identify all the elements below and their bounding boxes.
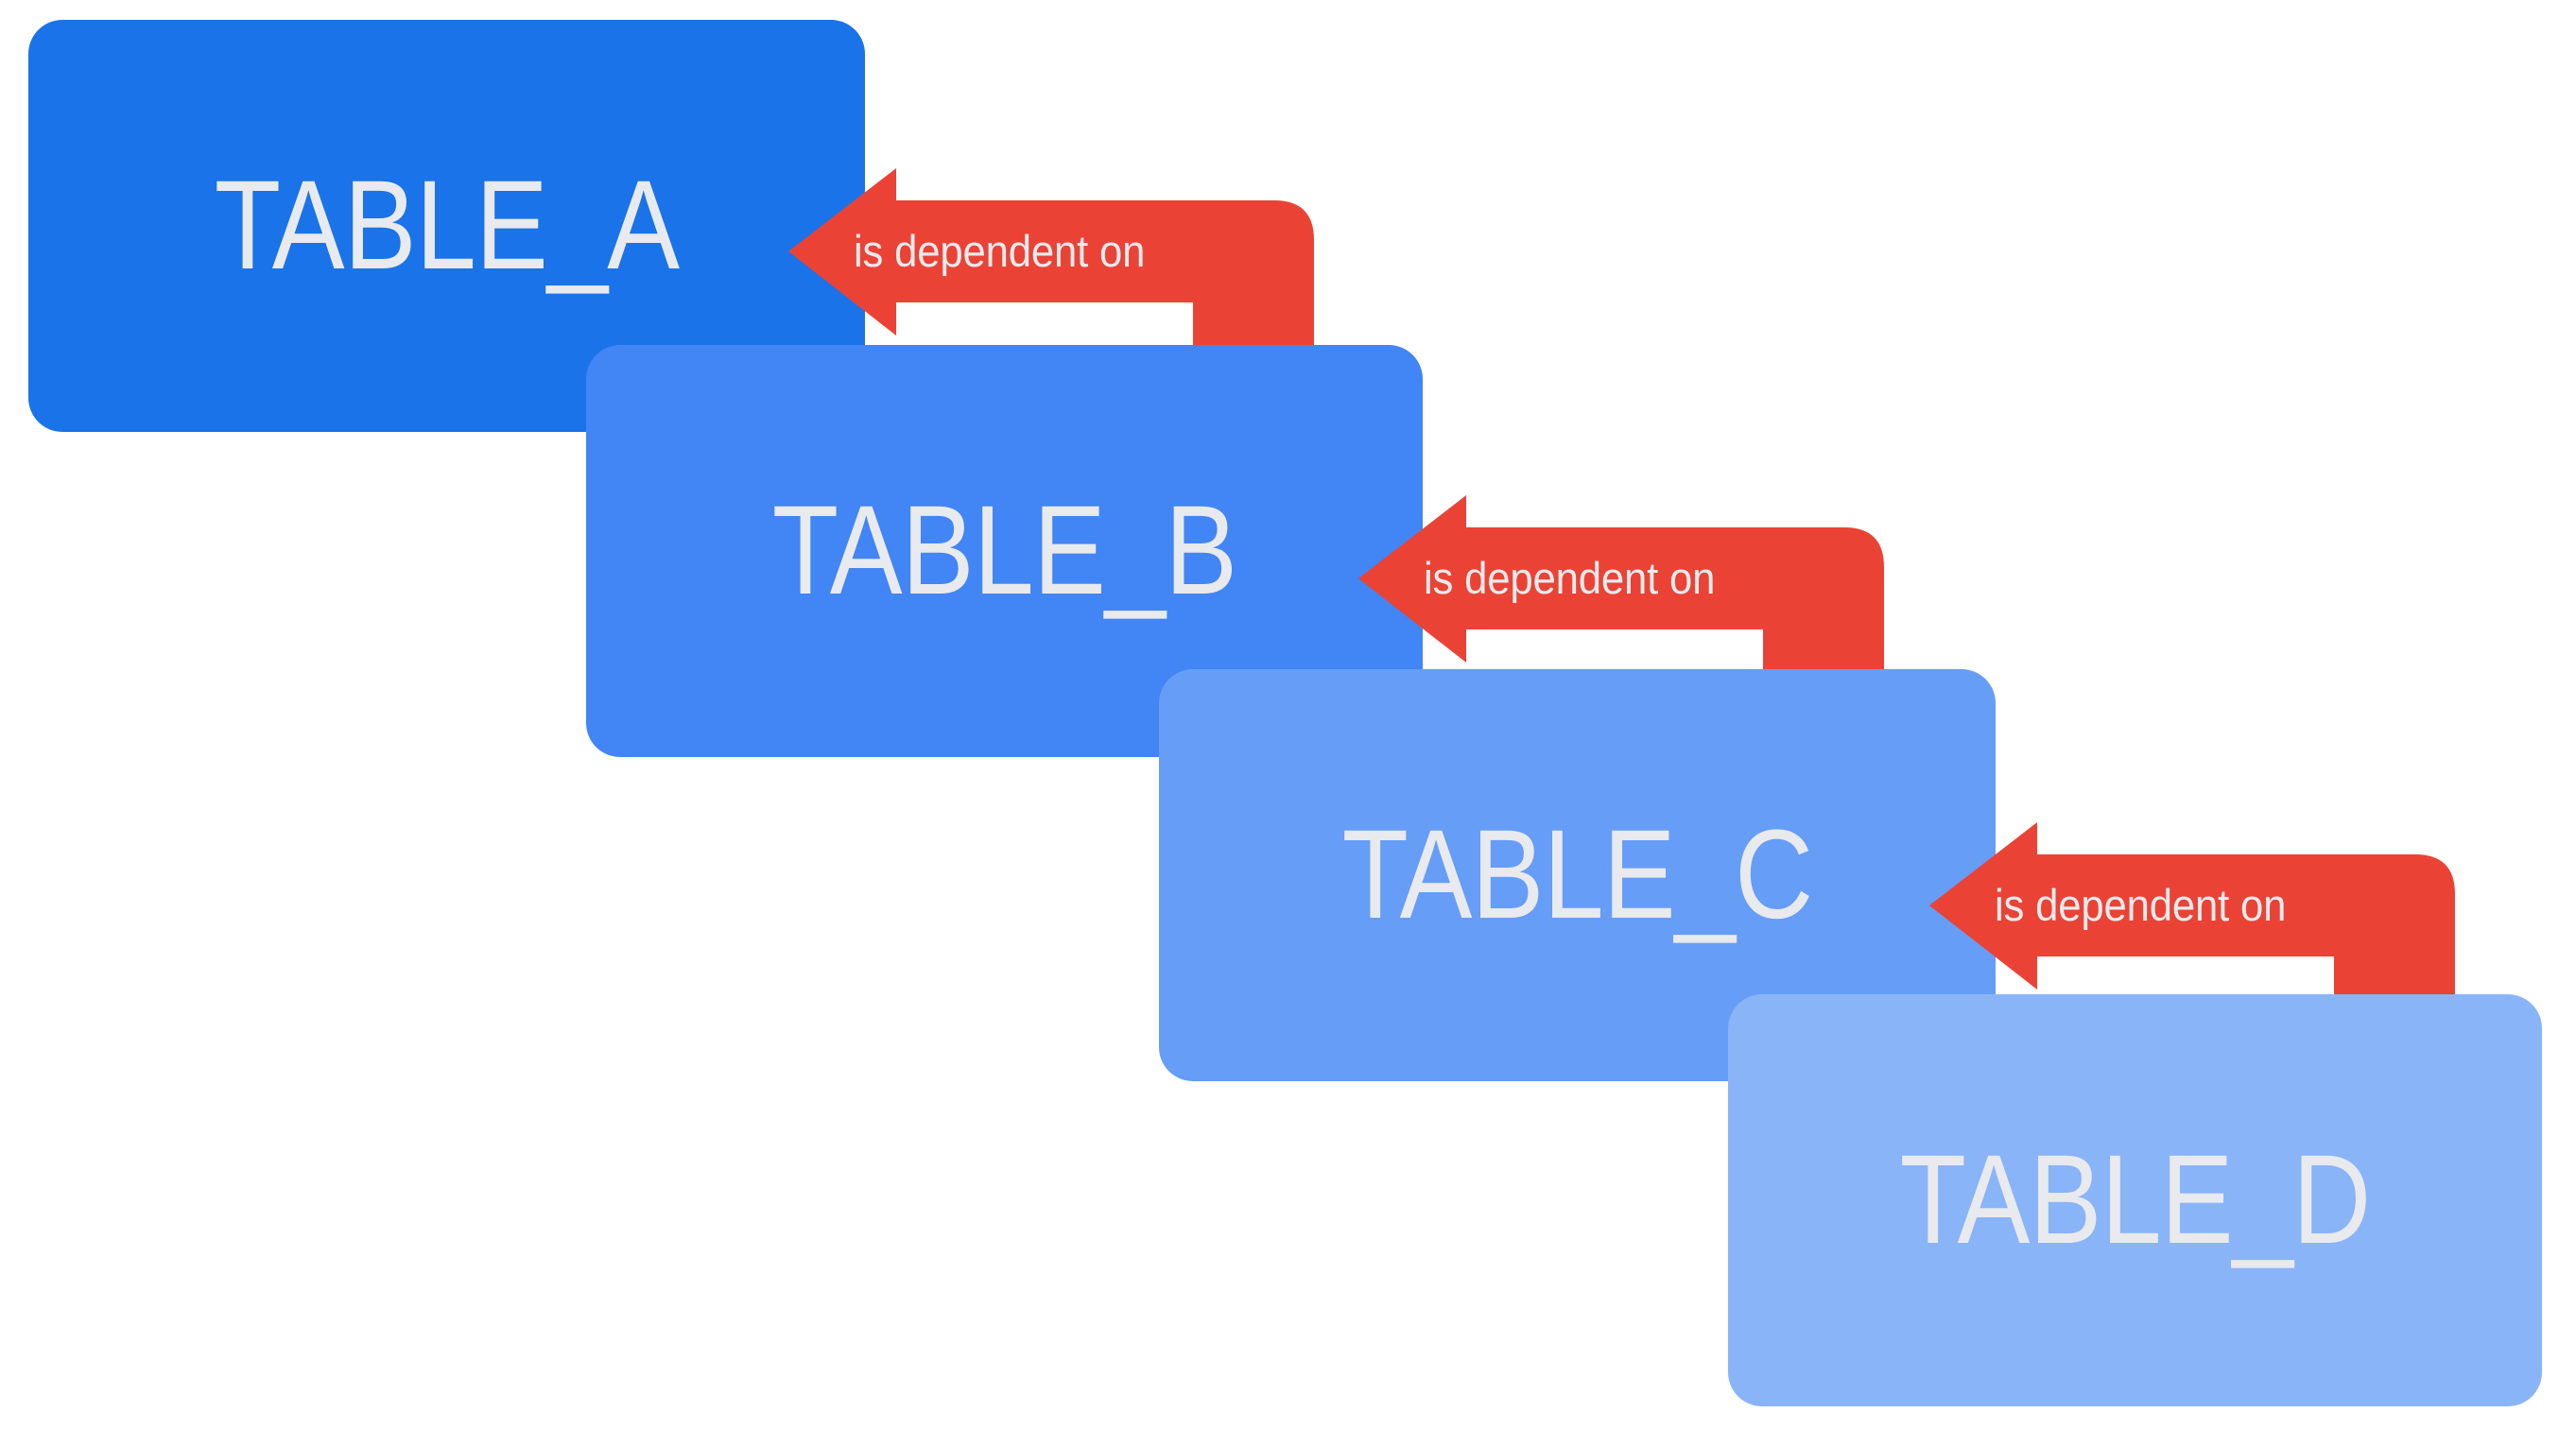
- node-table-a[interactable]: TABLE_A: [28, 20, 865, 432]
- arrow-path: [788, 168, 1314, 348]
- node-label-table-a: TABLE_A: [214, 155, 680, 296]
- arrow-shape-edge-b-c: [1358, 495, 1884, 675]
- node-label-table-b: TABLE_B: [771, 480, 1237, 621]
- arrow-shape-edge-c-d: [1929, 822, 2455, 1002]
- arrow-path: [1929, 822, 2455, 1002]
- edge-label-edge-c-d: is dependent on: [1995, 880, 2287, 930]
- edge-edge-b-c[interactable]: is dependent on: [1358, 495, 1884, 675]
- arrow-shape-edge-a-b: [788, 168, 1314, 348]
- edge-edge-c-d[interactable]: is dependent on: [1929, 822, 2455, 1002]
- node-table-d[interactable]: TABLE_D: [1728, 994, 2542, 1406]
- arrow-path: [1358, 495, 1884, 675]
- edge-edge-a-b[interactable]: is dependent on: [788, 168, 1314, 348]
- node-label-table-d: TABLE_D: [1899, 1129, 2372, 1270]
- edge-label-edge-b-c: is dependent on: [1424, 553, 1716, 603]
- node-label-table-c: TABLE_C: [1341, 804, 1814, 945]
- edge-label-edge-a-b: is dependent on: [854, 226, 1146, 276]
